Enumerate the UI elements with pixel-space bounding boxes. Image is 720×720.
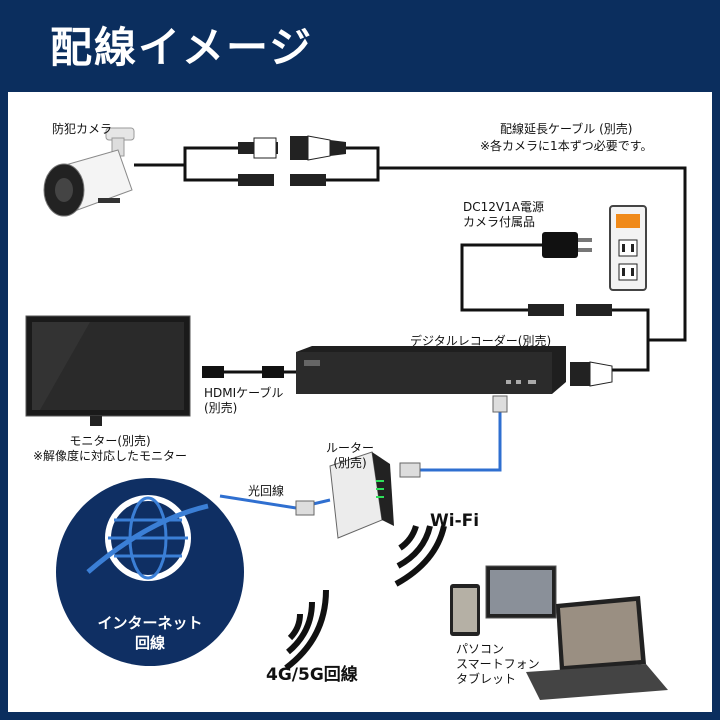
power-note: カメラ付属品: [463, 215, 536, 229]
camera-icon: [43, 127, 135, 217]
devices-label-2: スマートフォン: [456, 657, 540, 671]
devices-icon: [450, 565, 668, 700]
wifi-label: Wi-Fi: [430, 511, 480, 531]
wall-outlet-icon: [609, 205, 647, 291]
monitor-note: ※解像度に対応したモニター: [32, 449, 188, 463]
mobile-label: 4G/5G回線: [266, 665, 358, 685]
bnc-connector-icon: [238, 135, 346, 186]
hdmi-label: HDMIケーブル: [204, 386, 284, 400]
page-title: 配線イメージ: [50, 23, 314, 72]
router-icon: [329, 451, 394, 539]
cable-extension-label: 配線延長ケーブル (別売): [500, 122, 633, 136]
power-adapter-icon: [542, 232, 592, 258]
power-label: DC12V1A電源: [463, 200, 544, 214]
devices-label-3: タブレット: [456, 672, 517, 686]
fiber-label: 光回線: [248, 484, 285, 498]
camera-label: 防犯カメラ: [52, 122, 113, 136]
wifi-signal-icon: [394, 525, 447, 587]
router-label: ルーター: [325, 441, 374, 455]
monitor-label: モニター(別売): [69, 434, 151, 448]
hdmi-note: (別売): [204, 401, 238, 415]
internet-label-line2: 回線: [134, 634, 165, 652]
recorder-label: デジタルレコーダー(別売): [410, 334, 552, 348]
monitor-icon: [25, 315, 191, 426]
globe-icon: [56, 478, 244, 666]
router-note: (別売): [333, 456, 367, 470]
recorder-icon: [296, 346, 566, 394]
internet-label-line1: インターネット: [97, 614, 203, 632]
wifi-signal-icon: [284, 589, 329, 671]
cable-extension-note: ※各カメラに1本ずつ必要です。: [480, 139, 653, 153]
internet-label: インターネット 回線: [80, 613, 220, 653]
devices-label-1: パソコン: [456, 642, 505, 656]
